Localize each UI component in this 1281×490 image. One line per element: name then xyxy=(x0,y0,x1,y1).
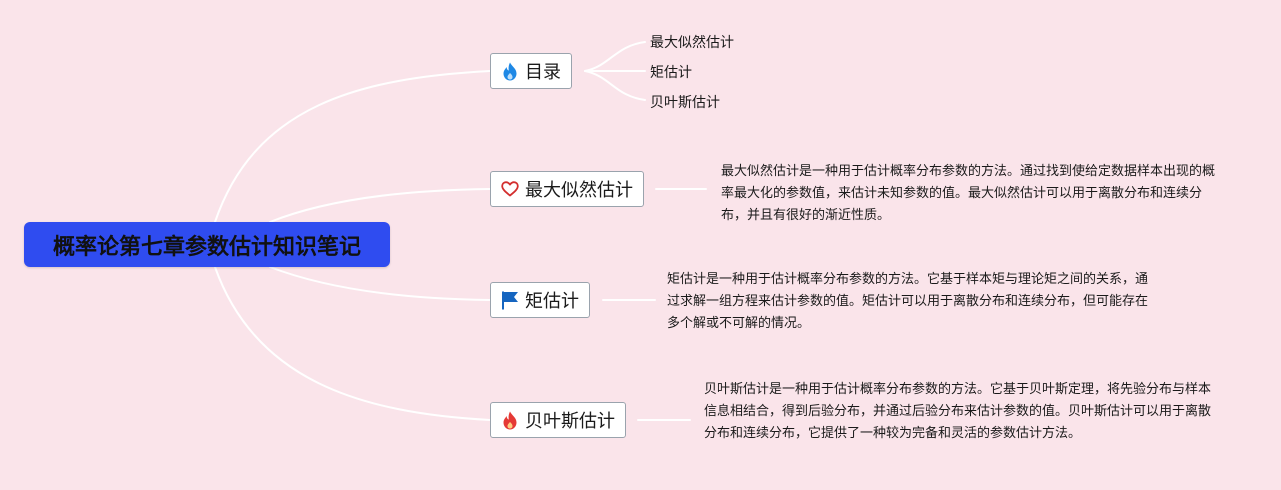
connector-root-to-moment xyxy=(269,266,491,301)
branch-mle[interactable]: 最大似然估计 xyxy=(490,171,644,207)
connector-root-to-catalog xyxy=(214,70,491,223)
catalog-item-moment[interactable]: 矩估计 xyxy=(650,65,692,81)
branch-moment-label: 矩估计 xyxy=(525,291,579,312)
branch-moment[interactable]: 矩估计 xyxy=(490,282,590,318)
flag-icon xyxy=(501,290,519,310)
catalog-item-mle[interactable]: 最大似然估计 xyxy=(650,35,734,51)
branch-mle-label: 最大似然估计 xyxy=(525,180,633,201)
central-topic[interactable]: 概率论第七章参数估计知识笔记 xyxy=(24,222,390,267)
branch-catalog-label: 目录 xyxy=(525,62,561,83)
connector-catalog-to-leaf-1 xyxy=(584,41,646,72)
connector-root-to-mle xyxy=(269,188,491,223)
branch-bayes-label: 贝叶斯估计 xyxy=(525,411,615,432)
connector-root-to-bayes xyxy=(214,266,491,421)
fire-icon xyxy=(501,410,519,430)
connector-catalog-to-leaf-3 xyxy=(584,70,646,101)
moment-description: 矩估计是一种用于估计概率分布参数的方法。它基于样本矩与理论矩之间的关系，通过求解… xyxy=(667,272,1149,331)
heart-icon xyxy=(501,179,519,199)
catalog-item-bayes[interactable]: 贝叶斯估计 xyxy=(650,95,720,111)
fire-icon xyxy=(501,61,519,81)
branch-catalog[interactable]: 目录 xyxy=(490,53,572,89)
mle-description: 最大似然估计是一种用于估计概率分布参数的方法。通过找到使给定数据样本出现的概率最… xyxy=(721,164,1216,223)
bayes-description: 贝叶斯估计是一种用于估计概率分布参数的方法。它基于贝叶斯定理，将先验分布与样本信… xyxy=(704,382,1212,441)
branch-bayes[interactable]: 贝叶斯估计 xyxy=(490,402,626,438)
central-topic-title: 概率论第七章参数估计知识笔记 xyxy=(52,234,361,260)
